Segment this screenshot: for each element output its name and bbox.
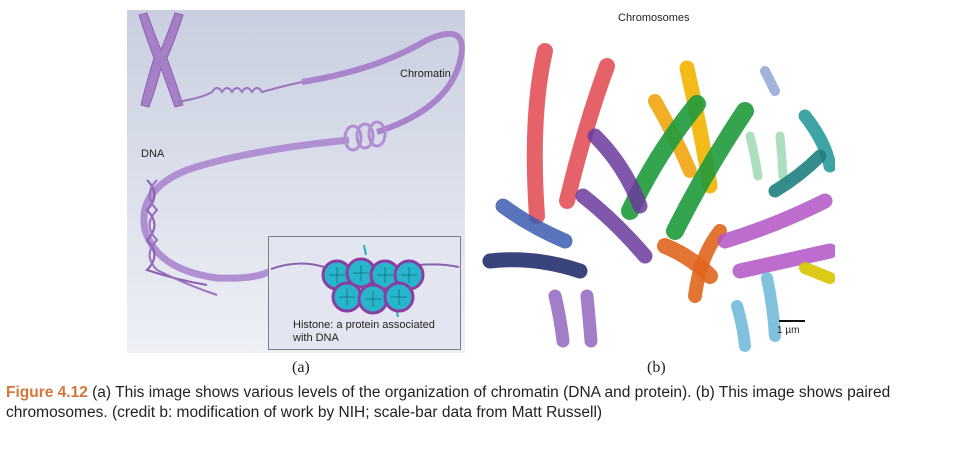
- scale-bar-label: 1 µm: [777, 325, 800, 336]
- chromatin-fiber: [301, 30, 465, 135]
- histone-caption-line2: with DNA: [293, 332, 339, 344]
- dna-strand-thin: [176, 81, 303, 103]
- label-dna: DNA: [141, 148, 165, 160]
- dna-double-helix: [145, 179, 208, 286]
- chromosomes-micrograph: Chromosomes: [475, 6, 835, 353]
- figure-label: Figure 4.12: [6, 384, 88, 401]
- chromatin-coil: [343, 120, 387, 152]
- caption-text: (a) This image shows various levels of t…: [6, 384, 891, 421]
- panel-a-sublabel: (a): [292, 359, 310, 376]
- chromosome-set: [482, 43, 835, 352]
- histone-inset: Histone: a protein associated with DNA: [268, 236, 461, 350]
- chromosome-spread: [482, 43, 835, 352]
- histone-caption: Histone: a protein associated with DNA: [293, 319, 435, 345]
- histone-drawing: [270, 244, 460, 318]
- figure-caption: Figure 4.12 (a) This image shows various…: [6, 383, 968, 423]
- label-chromatin: Chromatin: [400, 68, 451, 80]
- panel-b-sublabel: (b): [647, 359, 666, 376]
- chromosomes-title: Chromosomes: [618, 12, 690, 24]
- chromatin-illustration: Chromatin DNA: [127, 10, 465, 353]
- dna-backbone: [140, 136, 350, 282]
- condensed-chromosome: [138, 12, 184, 108]
- histone-caption-line1: Histone: a protein associated: [293, 319, 435, 331]
